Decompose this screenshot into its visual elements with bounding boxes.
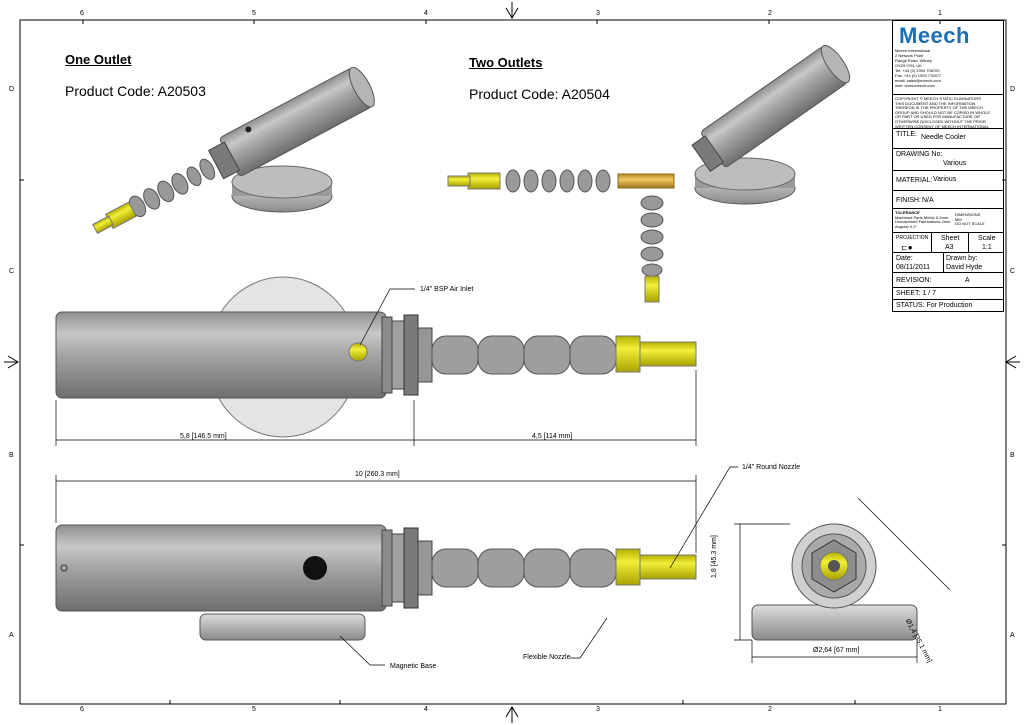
row-label: C xyxy=(1010,268,1016,275)
callout-round-nozzle: 1/4" Round Nozzle xyxy=(742,464,801,471)
product-code-two-outlets: Product Code: A20504 xyxy=(469,86,610,102)
top-view xyxy=(55,276,697,438)
col-label: 3 xyxy=(596,706,600,713)
row-label: A xyxy=(1010,632,1015,639)
front-view xyxy=(55,524,697,641)
row-label: C xyxy=(9,268,15,275)
finish-row: FINISH: N/A xyxy=(893,191,1003,209)
projection-row: PROJECTION ⊏● Sheet A3 Scale 1:1 xyxy=(893,233,1003,253)
col-label: 1 xyxy=(938,10,942,17)
col-label: 6 xyxy=(80,706,84,713)
col-label: 6 xyxy=(80,10,84,17)
finish-value: N/A xyxy=(922,197,934,204)
material-value: Various xyxy=(933,176,957,183)
projection-icon: ⊏● xyxy=(901,243,913,252)
revision-row: REVISION: A xyxy=(893,273,1003,288)
dimension-lines xyxy=(55,288,951,666)
callout-flexible-nozzle: Flexible Nozzle xyxy=(523,654,571,661)
sheet-count-row: SHEET: 1 / 7 xyxy=(893,288,1003,300)
col-label: 2 xyxy=(768,10,772,17)
dim-height: 1,8 [45.3 mm] xyxy=(711,535,718,578)
row-label: B xyxy=(9,452,14,459)
sheet-border xyxy=(4,2,1020,723)
callout-air-inlet: 1/4" BSP Air Inlet xyxy=(420,286,474,293)
row-label: B xyxy=(1010,452,1015,459)
row-label: D xyxy=(1010,86,1016,93)
col-label: 3 xyxy=(596,10,600,17)
col-label: 5 xyxy=(252,10,256,17)
dim-nozzle-length: 4,5 [114 mm] xyxy=(532,433,573,440)
col-label: 4 xyxy=(424,10,428,17)
col-label: 5 xyxy=(252,706,256,713)
dim-overall-length: 10 [260.3 mm] xyxy=(355,471,400,478)
dim-body-length: 5,8 [146.5 mm] xyxy=(180,433,227,440)
end-view xyxy=(751,523,918,641)
col-label: 1 xyxy=(938,706,942,713)
product-code-one-outlet: Product Code: A20503 xyxy=(65,83,206,99)
callout-magnetic-base: Magnetic Base xyxy=(390,663,437,670)
title-row: TITLE: Needle Cooler xyxy=(893,129,1003,149)
drawing-value: Various xyxy=(943,160,967,167)
dim-diameter-base: Ø2,64 [67 mm] xyxy=(813,647,860,654)
material-row: MATERIAL: Various xyxy=(893,171,1003,191)
date-row: Date: 08/11/2011 Drawn by: David Hyde xyxy=(893,253,1003,273)
row-label: D xyxy=(9,86,15,93)
heading-two-outlets: Two Outlets xyxy=(469,55,543,70)
iso-view-one-outlet xyxy=(92,66,375,235)
iso-view-two-outlets xyxy=(447,45,851,303)
title-value: Needle Cooler xyxy=(921,134,966,141)
logo: Meech xyxy=(899,23,970,48)
row-label: A xyxy=(9,632,14,639)
heading-one-outlet: One Outlet xyxy=(65,52,132,67)
status-row: STATUS: For Production xyxy=(896,302,973,309)
tolerance-row: TOLERANCE Machined Parts Metric 0.2mm Un… xyxy=(893,209,1003,233)
drawing-row: DRAWING No: Various xyxy=(893,149,1003,171)
col-label: 2 xyxy=(768,706,772,713)
col-label: 4 xyxy=(424,706,428,713)
